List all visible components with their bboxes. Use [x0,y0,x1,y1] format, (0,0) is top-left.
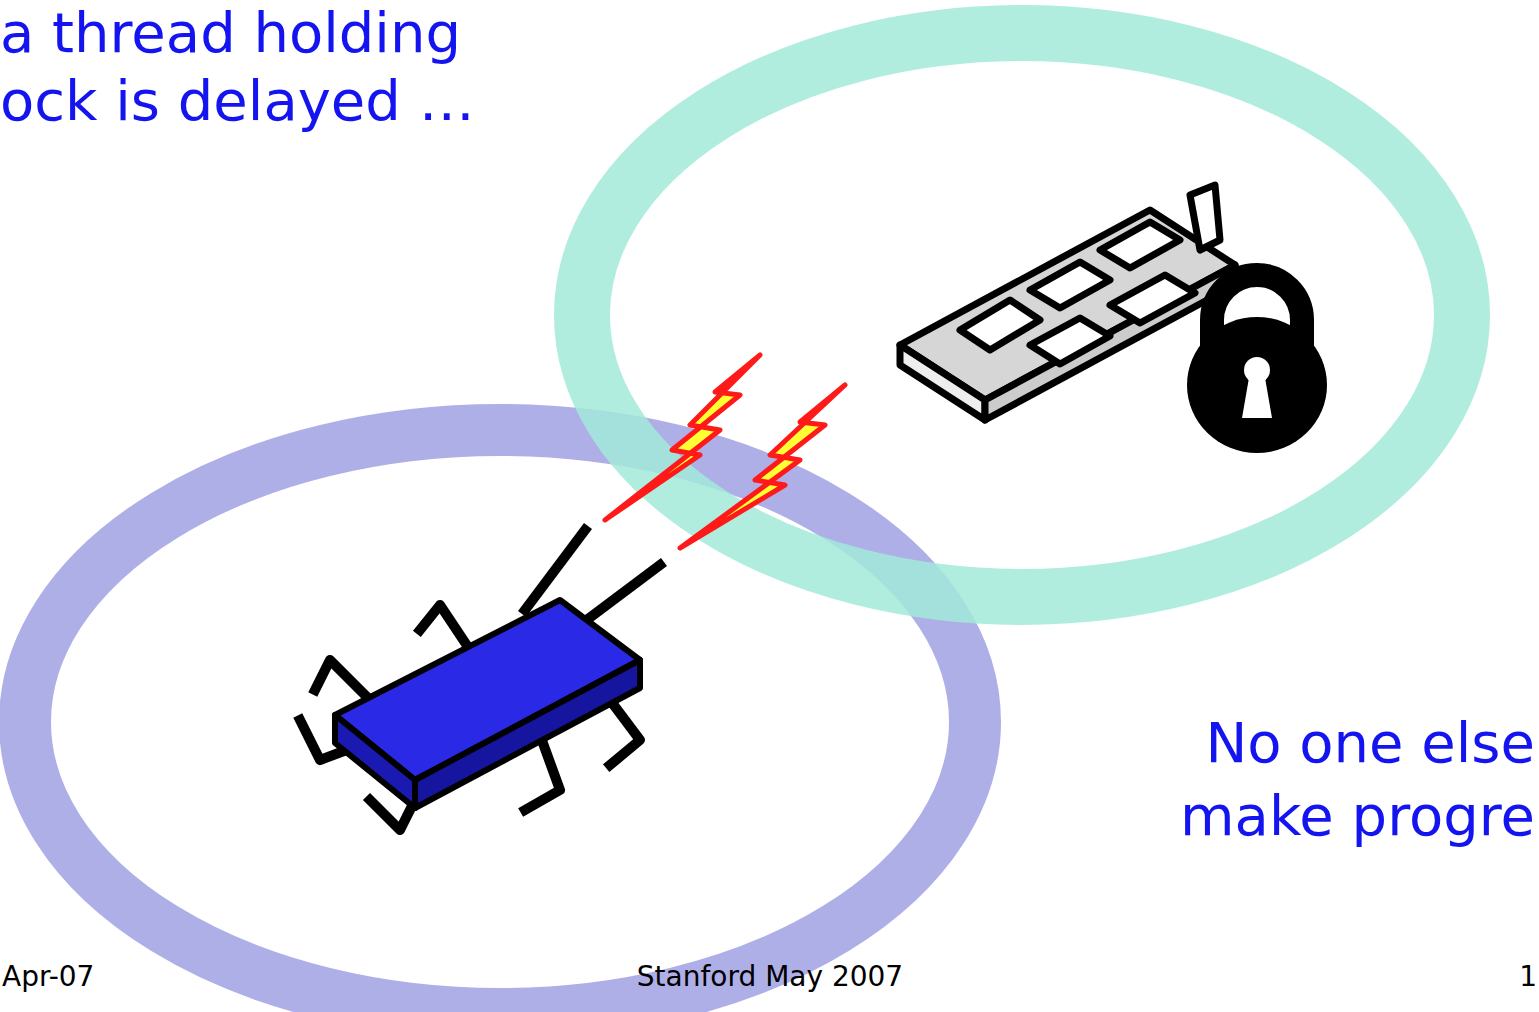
slide-text: a thread holding [0,2,461,64]
keyboard-device [900,185,1235,420]
slide-text: No one else [1205,712,1535,774]
slide-text: make progre [1180,785,1535,847]
bug-symbol [300,530,660,830]
lightning-bolt [680,385,845,548]
slide-text: ock is delayed … [0,70,475,132]
lock-symbol [1187,275,1327,453]
lightning-bolt [605,355,760,520]
footer-date: Apr-07 [2,962,94,993]
teal-ring [582,33,1462,597]
blue-ring [25,430,975,1012]
page-number: 1 [1519,962,1537,993]
footer-venue: Stanford May 2007 [637,962,903,993]
